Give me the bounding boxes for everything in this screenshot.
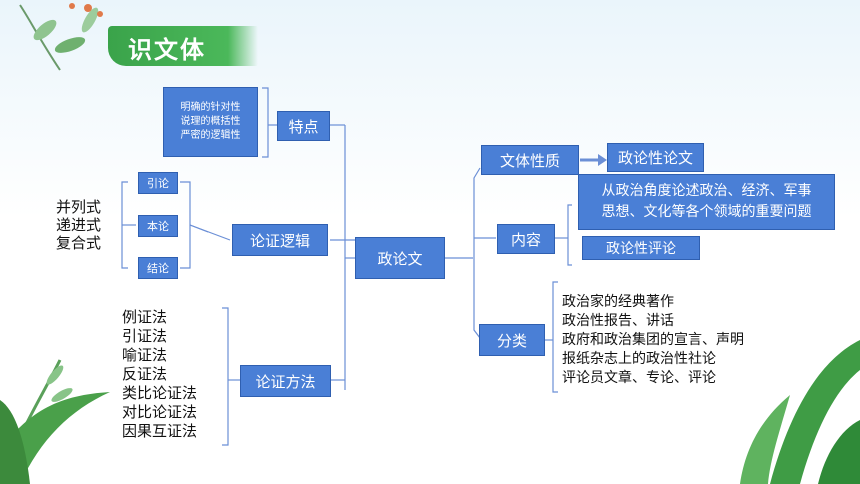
feature-item: 明确的针对性 xyxy=(180,102,241,113)
leaf-decoration-bottom-right xyxy=(740,340,860,484)
category-item: 政府和政治集团的宣言、声明 xyxy=(562,332,744,348)
arrow-right-icon xyxy=(580,154,607,166)
category-item: 评论员文章、专论、评论 xyxy=(562,370,716,386)
node-nature: 文体性质 xyxy=(481,145,579,175)
category-item: 政治家的经典著作 xyxy=(562,294,674,310)
methods-list: 例证法 引证法 喻证法 反证法 类比论证法 对比论证法 因果互证法 xyxy=(122,308,197,441)
content-sub: 政论性评论 xyxy=(582,236,700,260)
method-item: 引证法 xyxy=(122,327,168,345)
category-list: 政治家的经典著作 政治性报告、讲话 政府和政治集团的宣言、声明 报纸杂志上的政治… xyxy=(562,293,744,388)
node-features: 特点 xyxy=(277,111,330,141)
category-item: 报纸杂志上的政治性社论 xyxy=(562,351,716,367)
node-category: 分类 xyxy=(479,324,545,356)
nature-value: 政论性论文 xyxy=(607,143,704,172)
structure-type: 递进式 xyxy=(56,216,102,234)
method-item: 因果互证法 xyxy=(122,422,198,440)
content-description: 从政治角度论述政治、经济、军事 思想、文化等各个领域的重要问题 xyxy=(578,174,835,230)
features-list-box: 明确的针对性 说理的概括性 严密的逻辑性 xyxy=(163,87,258,157)
method-item: 对比论证法 xyxy=(122,403,198,421)
node-content: 内容 xyxy=(497,224,555,254)
logic-part-conclusion: 结论 xyxy=(138,257,178,279)
leaf-decoration-bottom-left xyxy=(0,359,110,484)
title-banner xyxy=(108,26,258,66)
content-line: 思想、文化等各个领域的重要问题 xyxy=(601,204,812,220)
node-center: 政论文 xyxy=(355,237,445,279)
logic-part-intro: 引论 xyxy=(138,172,178,194)
structure-type: 并列式 xyxy=(56,198,102,216)
node-logic: 论证逻辑 xyxy=(232,224,328,256)
node-methods: 论证方法 xyxy=(240,365,331,397)
content-line: 从政治角度论述政治、经济、军事 xyxy=(601,183,812,199)
leaf-decoration-top xyxy=(19,3,103,71)
structure-types: 并列式 递进式 复合式 xyxy=(56,198,101,252)
category-item: 政治性报告、讲话 xyxy=(562,313,674,329)
logic-part-body: 本论 xyxy=(138,215,178,237)
method-item: 类比论证法 xyxy=(122,384,198,402)
feature-item: 严密的逻辑性 xyxy=(180,130,241,141)
structure-type: 复合式 xyxy=(56,234,102,252)
method-item: 反证法 xyxy=(122,365,168,383)
method-item: 例证法 xyxy=(122,308,168,326)
page-title: 识文体 xyxy=(128,36,206,64)
feature-item: 说理的概括性 xyxy=(180,116,241,127)
method-item: 喻证法 xyxy=(122,346,168,364)
